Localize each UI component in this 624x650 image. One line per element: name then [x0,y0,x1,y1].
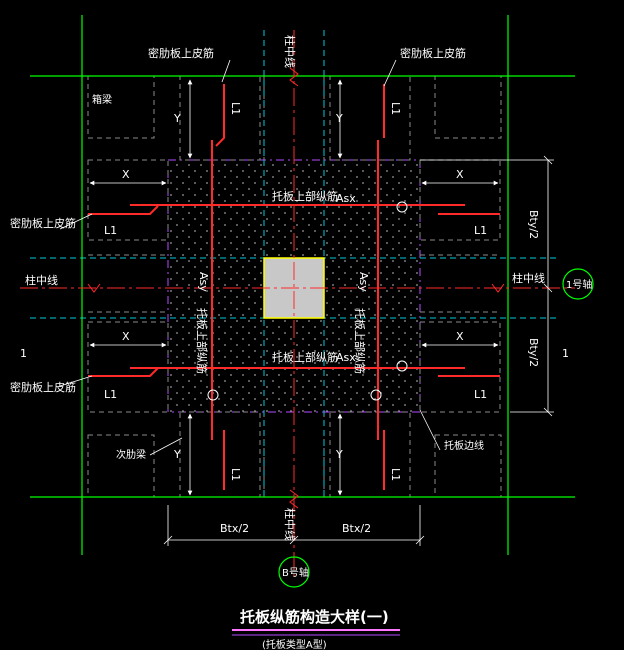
drawing-subtitle: (托板类型A型) [262,638,327,650]
asy-label-right: Asy [357,272,370,292]
section-mark-left: 1 [20,347,27,360]
green-frame [30,15,575,555]
dense-rib-rebar-label-tr: 密肋板上皮筋 [400,46,466,60]
dimensions [59,59,554,546]
dim-y-br: Y [335,448,343,461]
drop-panel-edge-label: 托板边线 [444,439,484,452]
dense-rib-rebars [88,84,500,490]
section-mark-right: 1 [562,347,569,360]
dense-rib-rebar-label-ml: 密肋板上皮筋 [10,216,76,230]
column-centerline-right-label: 柱中线 [512,271,545,285]
asx-label-lower: Asx [336,351,356,364]
top-rebar-label-right: 托板上部纵筋 [353,308,367,374]
top-rebar-label-left: 托板上部纵筋 [195,308,209,374]
dim-l1-ml: L1 [104,224,117,237]
axis-bubble-bottom-label: B号轴 [282,566,309,579]
bty-half-lower: Bty/2 [527,338,540,367]
drawing-title: 托板纵筋构造大样(一) [240,608,389,626]
dim-l1-bl: L1 [104,388,117,401]
dim-l1-mr: L1 [474,224,487,237]
dim-l1-bl-v: L1 [229,468,242,481]
break-marks [87,67,505,509]
bar-markers [207,201,408,401]
dim-l1-tr: L1 [389,102,402,115]
dim-l1-br: L1 [474,388,487,401]
top-rebar-label-lower: 托板上部纵筋 [272,350,338,364]
axis-bubble-bottom [278,556,310,588]
centerlines [20,30,575,580]
dim-x-bl: X [122,330,130,343]
column-centerline-bottom-label: 柱中线 [283,508,297,541]
dim-y-bl: Y [173,448,181,461]
btx-half-right: Btx/2 [342,522,371,535]
secondary-rib-label: 次肋梁 [116,448,146,461]
dim-y-tl: Y [173,112,181,125]
axis-bubble-right [562,268,594,300]
asy-label-left: Asy [197,272,210,292]
axis-bubble-right-label: 1号轴 [566,278,592,291]
top-rebar-label-upper: 托板上部纵筋 [272,189,338,203]
dense-rib-rebar-label-bl: 密肋板上皮筋 [10,380,76,394]
dim-x-tl: X [122,168,130,181]
dim-x-tr: X [456,168,464,181]
dim-y-tr: Y [335,112,343,125]
dim-x-br: X [456,330,464,343]
main-rib-label: 箱梁 [92,93,112,106]
dense-rib-rebar-label-tl: 密肋板上皮筋 [148,46,214,60]
dim-l1-br-v: L1 [389,468,402,481]
btx-half-left: Btx/2 [220,522,249,535]
column-centerline-left-label: 柱中线 [25,273,58,287]
bty-half-upper: Bty/2 [527,210,540,239]
dim-l1-tl: L1 [229,102,242,115]
column-centerline-top-label: 柱中线 [283,35,297,68]
asx-label-upper: Asx [336,192,356,205]
